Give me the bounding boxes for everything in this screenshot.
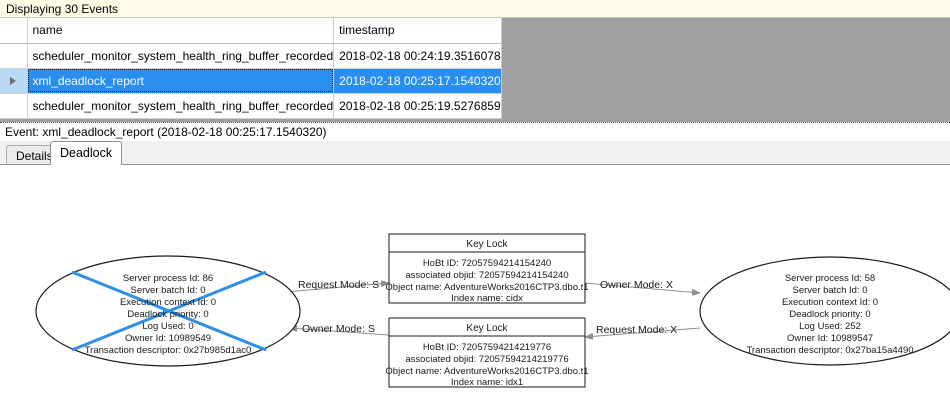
edge-left-owner: Owner Mode: S (288, 323, 390, 336)
lock-node-top-body-box (388, 251, 586, 304)
edge-left-owner-label: Owner Mode: S (302, 323, 375, 335)
lock-node-top-line-3: Index name: cidx (451, 293, 523, 304)
cell-name[interactable]: scheduler_monitor_system_health_ring_buf… (27, 93, 335, 119)
lock-node-bottom-line-0: HoBt ID: 72057594214219776 (423, 342, 551, 353)
process-right-line-1: Server batch Id: 0 (793, 285, 868, 296)
events-grid[interactable]: name timestamp scheduler_monitor_system_… (0, 18, 502, 119)
cell-timestamp[interactable]: 2018-02-18 00:25:17.1540320 (333, 68, 502, 94)
process-left-line-3: Deadlock priority: 0 (127, 309, 208, 320)
process-node-right[interactable]: Server process Id: 58 Server batch Id: 0… (699, 256, 950, 366)
event-detail-header-text: Event: xml_deadlock_report (2018-02-18 0… (5, 125, 327, 139)
grid-header-row: name timestamp (0, 18, 502, 44)
edge-right-request-label: Request Mode: X (596, 324, 677, 336)
process-node-left[interactable]: Server process Id: 86 Server batch Id: 0… (35, 255, 301, 367)
row-selector-cell[interactable] (0, 68, 28, 94)
cell-name[interactable]: scheduler_monitor_system_health_ring_buf… (27, 43, 335, 69)
row-arrow-icon (10, 76, 17, 85)
edge-right-owner-label: Owner Mode: X (600, 279, 673, 291)
process-left-line-6: Transaction descriptor: 0x27b985d1ac0 (85, 345, 252, 356)
lock-node-top[interactable]: Key Lock HoBt ID: 72057594214154240 asso… (385, 233, 589, 304)
lock-node-bottom[interactable]: Key Lock HoBt ID: 72057594214219776 asso… (385, 317, 589, 388)
process-right-line-6: Transaction descriptor: 0x27ba15a4490 (746, 345, 913, 356)
table-row[interactable]: scheduler_monitor_system_health_ring_buf… (0, 43, 502, 69)
process-right-line-4: Log Used: 252 (799, 321, 861, 332)
row-selector-cell[interactable] (0, 93, 28, 119)
cell-timestamp[interactable]: 2018-02-18 00:24:19.3516078 (333, 43, 502, 69)
edge-left-request-label: Request Mode: S (298, 279, 379, 291)
lock-node-bottom-line-1: associated objid: 72057594214219776 (405, 354, 568, 365)
lock-node-bottom-line-2: Object name: AdventureWorks2016CTP3.dbo.… (385, 366, 588, 377)
events-grid-container[interactable]: name timestamp scheduler_monitor_system_… (0, 18, 950, 122)
lock-node-bottom-line-3: Index name: idx1 (451, 377, 523, 388)
lock-node-bottom-body-box (388, 335, 586, 388)
events-banner: Displaying 30 Events (0, 0, 950, 18)
process-left-line-0: Server process Id: 86 (123, 273, 213, 284)
edge-left-request: Request Mode: S (273, 279, 390, 294)
process-right-line-3: Deadlock priority: 0 (789, 309, 870, 320)
column-header-selector[interactable] (0, 18, 28, 44)
process-left-line-1: Server batch Id: 0 (131, 285, 206, 296)
deadlock-victim-cross-icon (71, 270, 267, 352)
process-right-line-2: Execution context Id: 0 (782, 297, 878, 308)
table-row-selected[interactable]: xml_deadlock_report 2018-02-18 00:25:17.… (0, 68, 502, 94)
tab-strip: Details Deadlock (0, 141, 950, 165)
process-left-line-2: Execution context Id: 0 (120, 297, 216, 308)
edge-right-request: Request Mode: X (584, 324, 701, 340)
process-left-line-5: Owner Id: 10989549 (125, 333, 211, 344)
lock-node-top-line-2: Object name: AdventureWorks2016CTP3.dbo.… (385, 282, 588, 293)
edge-right-owner: Owner Mode: X (583, 279, 701, 296)
lock-node-top-line-0: HoBt ID: 72057594214154240 (423, 258, 551, 269)
column-header-name[interactable]: name (27, 18, 335, 44)
events-banner-text: Displaying 30 Events (6, 1, 119, 16)
lock-node-bottom-title: Key Lock (466, 323, 508, 334)
table-row[interactable]: scheduler_monitor_system_health_ring_buf… (0, 93, 502, 119)
event-detail-header: Event: xml_deadlock_report (2018-02-18 0… (0, 122, 950, 141)
process-right-line-5: Owner Id: 10989547 (787, 333, 873, 344)
column-header-timestamp[interactable]: timestamp (333, 18, 502, 44)
process-right-line-0: Server process Id: 58 (785, 273, 875, 284)
process-left-line-4: Log Used: 0 (142, 321, 193, 332)
process-node-right-shape[interactable] (699, 256, 950, 366)
lock-node-top-title: Key Lock (466, 239, 508, 250)
deadlock-graph-panel[interactable]: Request Mode: S Owner Mode: X Owner Mode… (0, 164, 950, 401)
cell-name[interactable]: xml_deadlock_report (27, 68, 335, 94)
row-selector-cell[interactable] (0, 43, 28, 69)
deadlock-graph-svg[interactable]: Request Mode: S Owner Mode: X Owner Mode… (0, 165, 950, 400)
cell-timestamp[interactable]: 2018-02-18 00:25:19.5276859 (333, 93, 502, 119)
tab-deadlock[interactable]: Deadlock (50, 141, 123, 165)
lock-node-top-line-1: associated objid: 72057594214154240 (405, 270, 568, 281)
